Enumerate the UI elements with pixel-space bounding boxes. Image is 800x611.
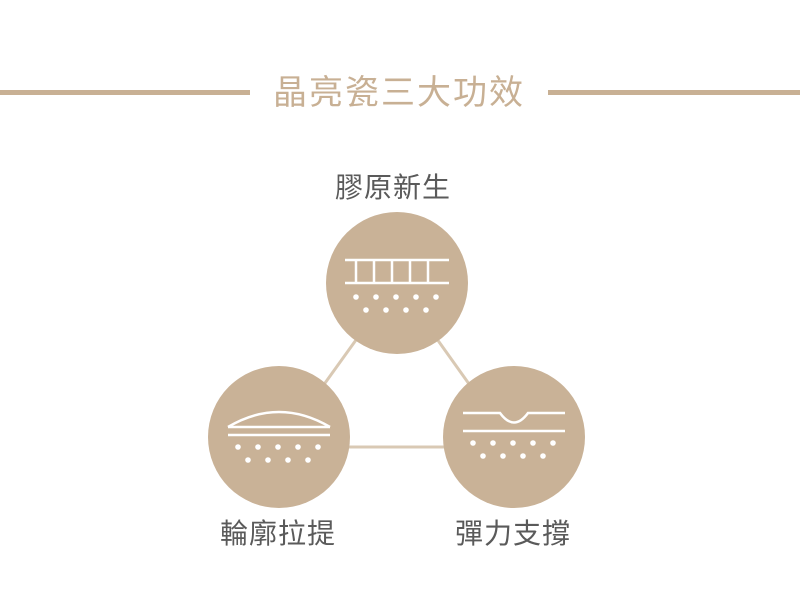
collagen-dots — [353, 294, 439, 313]
elastic-support-icon — [463, 411, 565, 433]
title-rule-left — [0, 90, 250, 95]
elasticity-dots — [470, 440, 556, 459]
benefit-circle-elasticity — [443, 366, 585, 508]
collagen-fibers-icon — [345, 258, 449, 285]
benefit-label-contour: 輪廓拉提 — [219, 517, 336, 550]
benefit-circle-collagen — [326, 212, 468, 354]
benefit-circle-contour — [208, 366, 350, 508]
benefit-label-elasticity: 彈力支撐 — [454, 517, 571, 550]
benefit-label-collagen: 膠原新生 — [334, 171, 451, 204]
contour-lift-icon — [227, 410, 331, 437]
page-title: 晶亮瓷三大功效 — [273, 73, 525, 113]
title-rule-right — [548, 90, 800, 95]
contour-dots — [235, 444, 321, 463]
